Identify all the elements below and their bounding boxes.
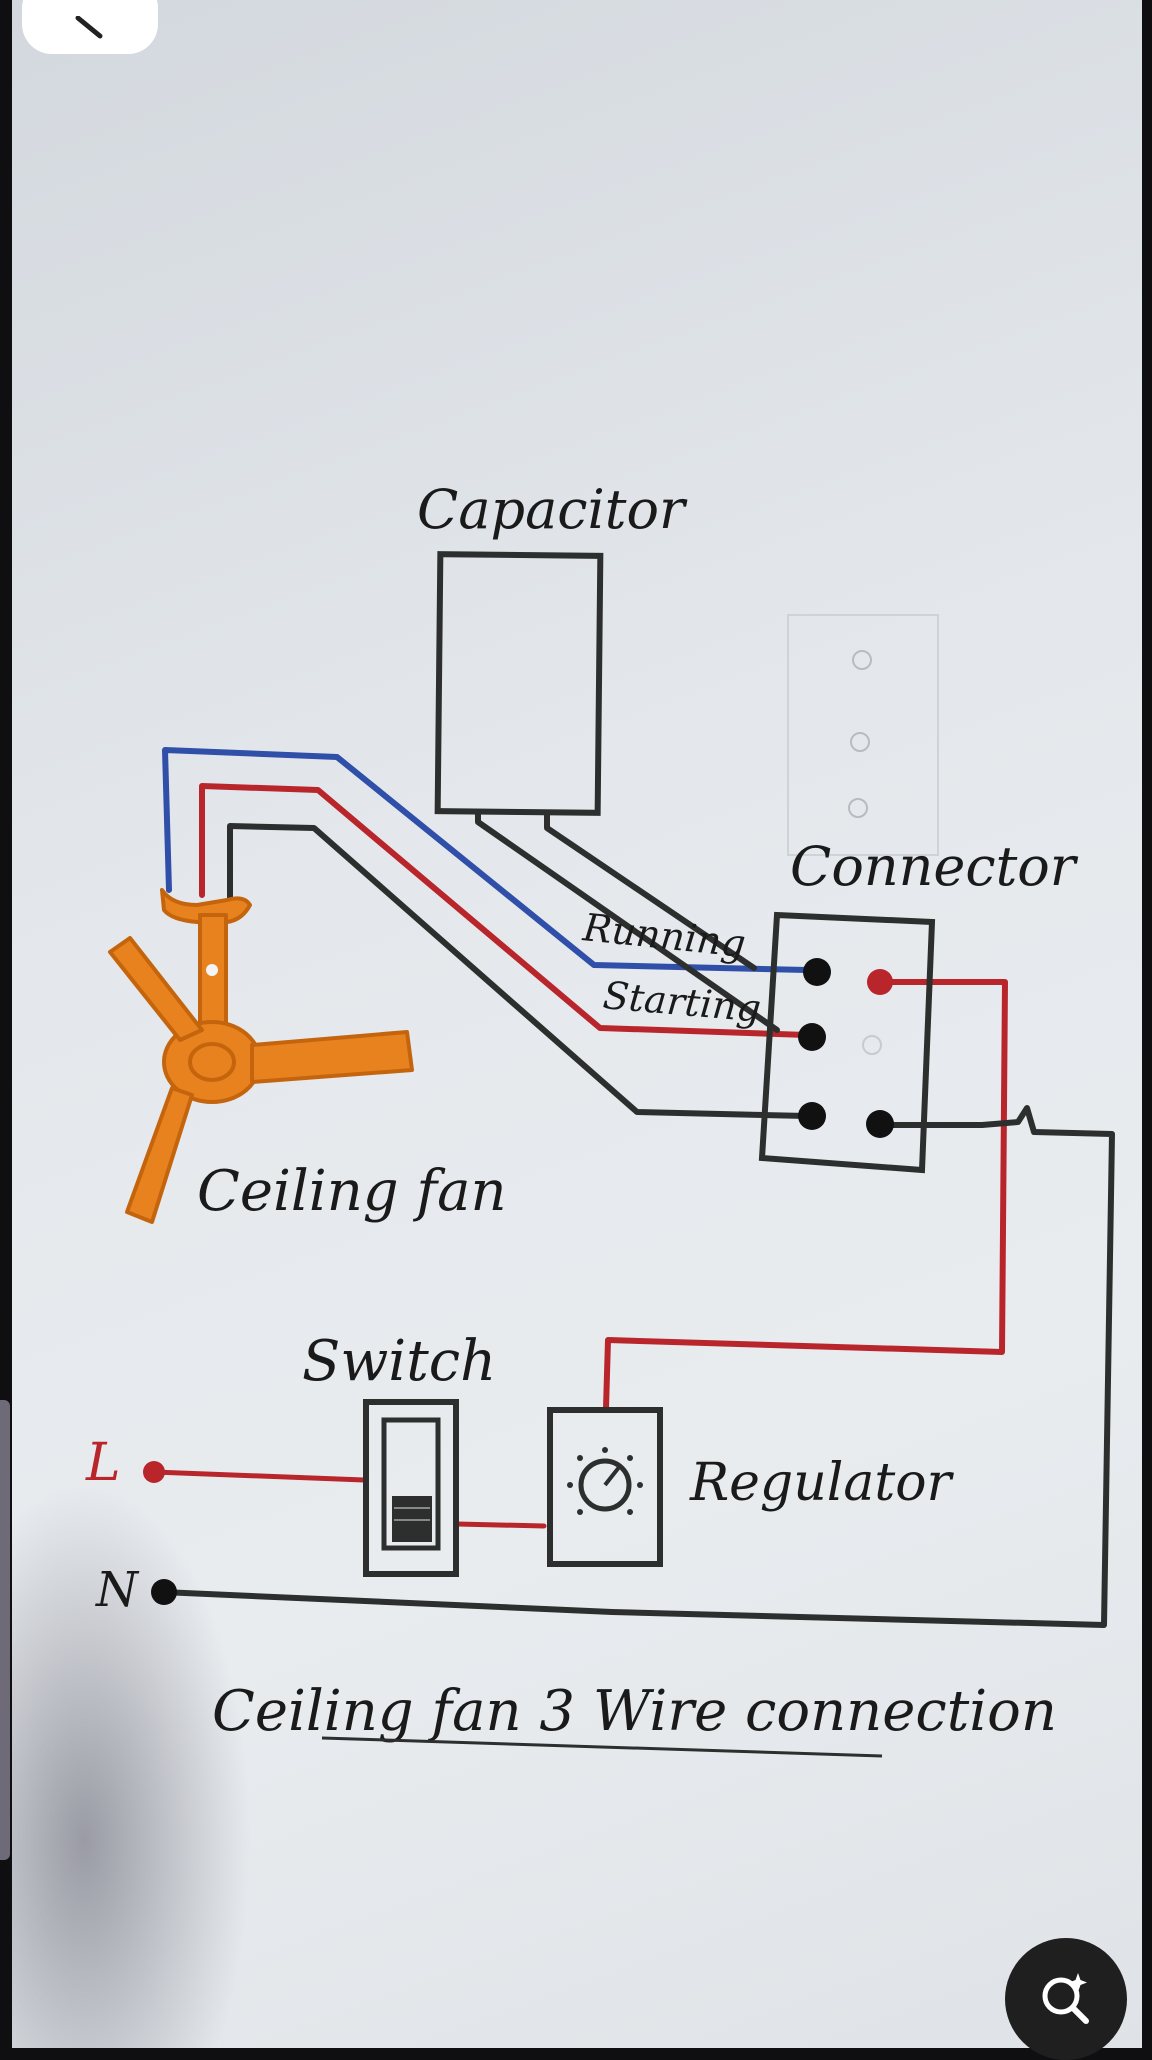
terminal-red-out — [867, 969, 893, 995]
starting-label: Starting — [601, 973, 763, 1031]
neutral-terminal — [151, 1579, 177, 1605]
capacitor-body — [434, 551, 604, 816]
diagram-title: Ceiling fan 3 Wire connection — [212, 1679, 1057, 1744]
back-arrow-icon — [75, 16, 103, 39]
wiring-diagram: Capacitor Connector Running Starting — [85, 478, 1115, 1758]
black-wire-fan — [227, 823, 810, 1119]
live-terminal — [143, 1461, 165, 1483]
visual-search-icon — [1042, 1973, 1089, 2024]
regulator-body — [547, 1407, 663, 1567]
red-wire-live — [151, 1469, 367, 1483]
running-label: Running — [580, 905, 748, 966]
connector-label: Connector — [790, 835, 1079, 898]
switch-body — [363, 1399, 459, 1577]
back-button[interactable] — [22, 0, 158, 54]
live-label: L — [85, 1433, 121, 1493]
capacitor-lead-left — [475, 809, 780, 1033]
neutral-label: N — [95, 1562, 140, 1618]
red-wire-regulator — [603, 979, 1008, 1411]
blue-wire — [162, 747, 810, 973]
faint-panel — [787, 614, 939, 856]
title-underline — [321, 1736, 883, 1758]
terminal-starting — [798, 1023, 826, 1051]
visual-search-button[interactable] — [1005, 1938, 1127, 2060]
ceiling-fan-label: Ceiling fan — [197, 1159, 507, 1224]
terminal-common — [798, 1102, 826, 1130]
diagram-photo: Capacitor Connector Running Starting — [12, 0, 1142, 2048]
capacitor-label: Capacitor — [417, 478, 688, 541]
capacitor-lead-right — [544, 812, 757, 971]
connector-body — [758, 911, 936, 1174]
switch-label: Switch — [302, 1329, 496, 1394]
black-wire-neutral — [159, 1105, 1115, 1628]
regulator-knob — [578, 1458, 632, 1512]
terminal-running — [803, 958, 831, 986]
terminal-black-out — [866, 1110, 894, 1138]
regulator-label: Regulator — [689, 1453, 955, 1513]
red-wire-fan — [199, 783, 810, 1038]
ceiling-fan-drawing — [108, 888, 414, 1224]
red-wire-switch-regulator — [454, 1521, 547, 1529]
edge-handle — [0, 1400, 10, 1860]
